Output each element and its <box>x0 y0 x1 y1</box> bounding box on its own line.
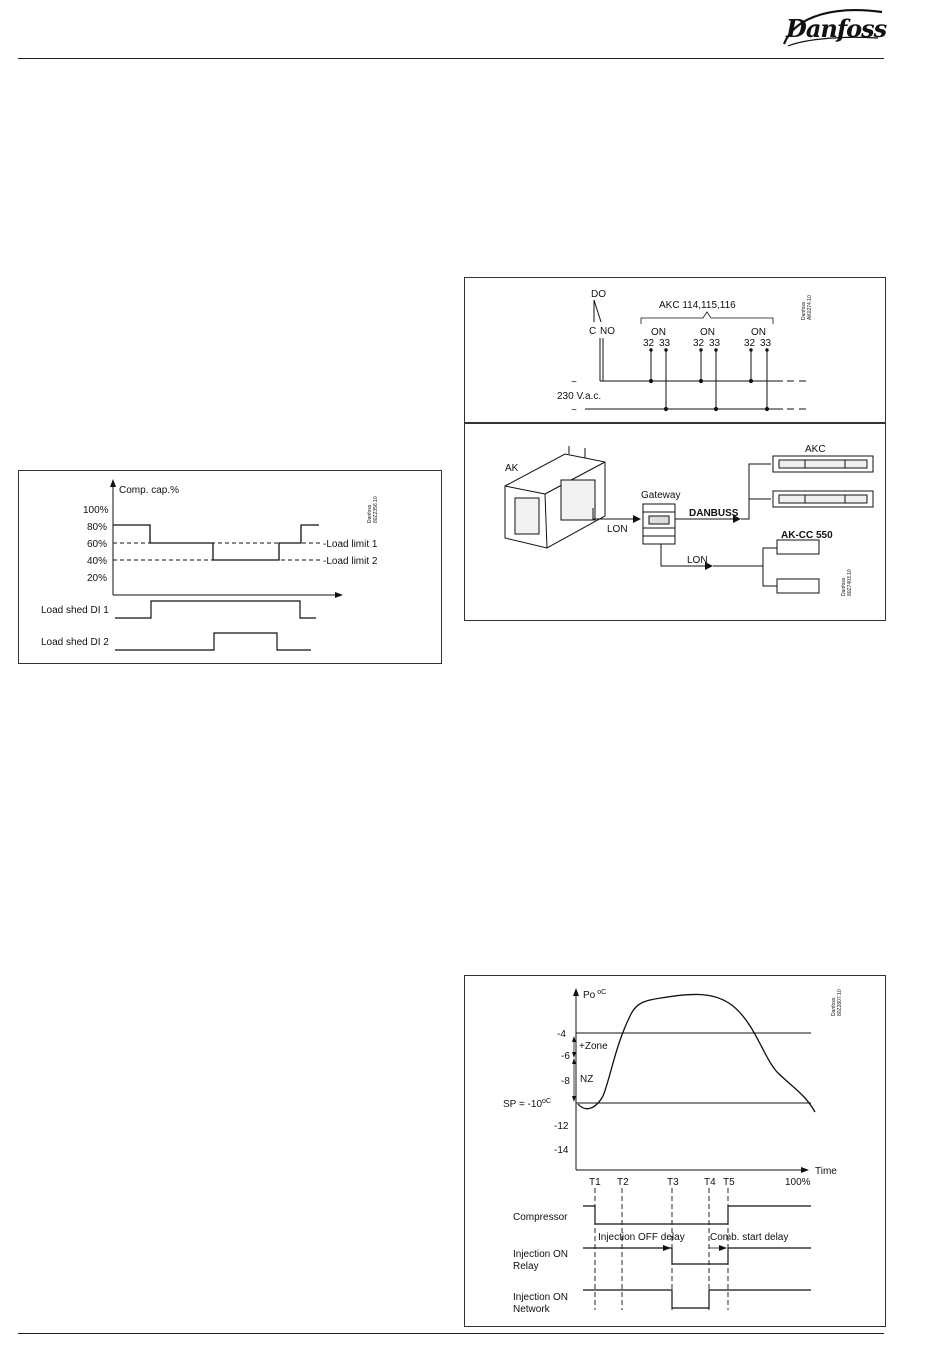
figure-ref-code: Danfoss 80Z7403.10 <box>841 569 853 596</box>
akcc-label: AK-CC 550 <box>781 530 833 541</box>
svg-text:Danfoss: Danfoss <box>801 301 807 320</box>
svg-text:Danfoss: Danfoss <box>841 577 847 596</box>
network-figure: AK LON Gateway DANBUSS AKC <box>464 423 886 621</box>
brand-wordmark: Danfoss <box>785 14 888 43</box>
load-shed-di1-label: Load shed DI 1 <box>41 605 109 616</box>
t2-label: T2 <box>617 1177 629 1188</box>
setpoint-label: SP = -10oC <box>503 1098 551 1110</box>
danfoss-logo: Danfoss <box>782 9 888 47</box>
on-label-3: ON <box>751 327 766 338</box>
ak-label: AK <box>505 463 519 474</box>
terminal-32-2: 32 <box>693 338 705 349</box>
tick-60: 60% <box>87 539 107 550</box>
svg-text:80Z7403.10: 80Z7403.10 <box>847 569 853 596</box>
tick-minus-14: -14 <box>554 1145 569 1156</box>
injection-network-label-1: Injection ON <box>513 1292 568 1303</box>
capacity-trace <box>113 524 319 561</box>
lon-label-2: LON <box>687 555 708 566</box>
load-shed-di1-trace <box>115 600 316 619</box>
figure-ref-code: Danfoss AK0274.10 <box>801 295 813 320</box>
load-limit-2-label: -Load limit 2 <box>323 556 378 567</box>
zone-label: +Zone <box>579 1041 608 1052</box>
akc-group-label: AKC 114,115,116 <box>659 300 736 311</box>
danbuss-label: DANBUSS <box>689 508 739 519</box>
terminal-33-2: 33 <box>709 338 721 349</box>
comb-start-delay-label: Comb. start delay <box>710 1232 788 1243</box>
load-shed-di2-label: Load shed DI 2 <box>41 637 109 648</box>
gateway-device <box>642 503 676 545</box>
c-label: C <box>589 326 596 337</box>
x-axis-label: Time <box>815 1166 837 1177</box>
tick-100: 100% <box>83 505 109 516</box>
injection-network-label-2: Network <box>513 1304 551 1315</box>
akc-rack-2 <box>772 490 874 508</box>
terminal-32-1: 32 <box>643 338 655 349</box>
no-label: NO <box>600 326 615 337</box>
injection-off-delay-label: Injection OFF delay <box>598 1232 685 1243</box>
header-rule <box>18 58 884 59</box>
load-shed-di2-trace <box>115 632 311 651</box>
tick-minus-8: -8 <box>561 1076 570 1087</box>
compressor-trace <box>583 1205 811 1225</box>
load-limit-1-label: -Load limit 1 <box>323 539 378 550</box>
svg-text:80Z2356.10: 80Z2356.10 <box>373 496 379 523</box>
injection-relay-label-1: Injection ON <box>513 1249 568 1260</box>
t1-label: T1 <box>589 1177 601 1188</box>
figure-ref-code: Danfoss 80Z2356.10 <box>367 496 379 523</box>
t3-label: T3 <box>667 1177 679 1188</box>
terminal-32-3: 32 <box>744 338 756 349</box>
akcc-unit-1 <box>776 539 820 555</box>
injection-relay-trace <box>583 1247 811 1265</box>
tick-40: 40% <box>87 556 107 567</box>
supply-label: 230 V.a.c. <box>557 391 601 402</box>
svg-text:Danfoss: Danfoss <box>831 997 837 1016</box>
figure-ref-code: Danfoss 80Z2807.10 <box>831 989 843 1016</box>
tick-80: 80% <box>87 522 107 533</box>
ak-controller-unit <box>504 446 606 549</box>
tick-20: 20% <box>87 573 107 584</box>
on-label-1: ON <box>651 327 666 338</box>
tick-minus-12: -12 <box>554 1121 569 1132</box>
pressure-curve <box>577 993 816 1113</box>
svg-text:AK0274.10: AK0274.10 <box>807 295 813 320</box>
do-label: DO <box>591 289 606 300</box>
ac-symbol-2: ~ <box>571 405 577 416</box>
akc-rack-1 <box>772 455 874 473</box>
x-end-label: 100% <box>785 1177 811 1188</box>
t4-label: T4 <box>704 1177 716 1188</box>
tick-minus-6: -6 <box>561 1051 570 1062</box>
akcc-unit-2 <box>776 578 820 594</box>
terminal-33-3: 33 <box>760 338 772 349</box>
lon-label-1: LON <box>607 524 628 535</box>
tick-minus-4: -4 <box>557 1029 566 1040</box>
compressor-label: Compressor <box>513 1212 568 1223</box>
terminal-33-1: 33 <box>659 338 671 349</box>
relay-wiring-figure: DO C NO AKC 114,115,116 ON 32 33 ON 32 3… <box>464 277 886 423</box>
y-axis-label: Comp. cap.% <box>119 485 179 496</box>
on-label-2: ON <box>700 327 715 338</box>
load-shed-figure: Comp. cap.% 100% 80% 60% 40% 20% -Load l… <box>18 470 442 664</box>
akc-label: AKC <box>805 444 826 455</box>
injection-network-trace <box>583 1289 811 1309</box>
injection-relay-label-2: Relay <box>513 1261 539 1272</box>
svg-text:80Z2807.10: 80Z2807.10 <box>837 989 843 1016</box>
ac-symbol-1: ~ <box>571 377 577 388</box>
t5-label: T5 <box>723 1177 735 1188</box>
gateway-label: Gateway <box>641 490 680 501</box>
svg-text:Danfoss: Danfoss <box>367 504 373 523</box>
footer-rule <box>18 1333 884 1334</box>
nz-label: NZ <box>580 1074 593 1085</box>
